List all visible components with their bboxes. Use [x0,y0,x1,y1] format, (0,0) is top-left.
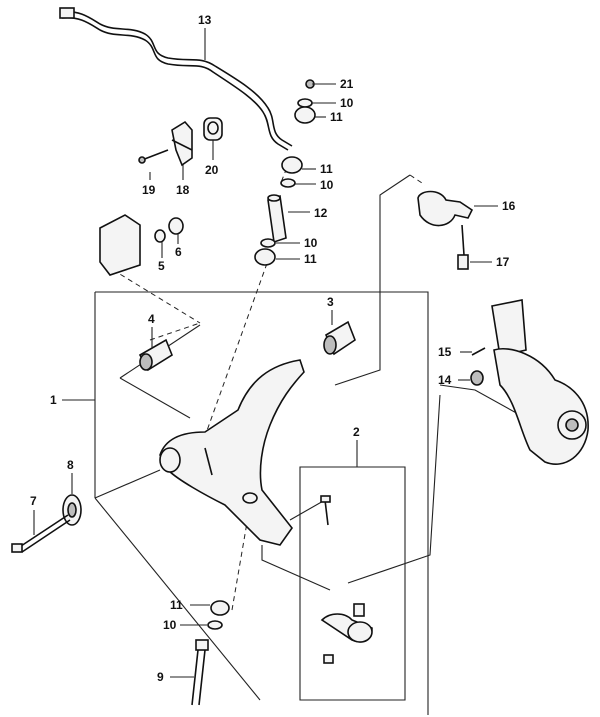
callout-5: 5 [158,259,165,273]
callout-11: 11 [170,598,183,612]
stabilizer-bracket [138,117,223,167]
ball-joint [320,495,373,664]
callout-10: 10 [304,236,318,250]
washer-and-nut [99,214,184,276]
front-bushing-and-bolt [11,494,82,553]
callout-11: 11 [304,252,317,266]
steering-knuckle [470,299,589,465]
lower-bolt-stack [191,600,230,706]
callout-11: 11 [320,162,333,176]
link-spacer [267,194,287,244]
lower-link-hardware [254,238,276,266]
callout-6: 6 [175,245,182,259]
callout-labels: 13 21 10 11 20 18 19 11 10 12 16 10 11 1… [30,13,516,684]
arm-bushings [138,320,356,372]
callout-18: 18 [176,183,190,197]
callout-3: 3 [327,295,334,309]
leader-lines [33,28,498,678]
callout-11: 11 [330,110,343,124]
upper-link-hardware [280,79,316,188]
callout-15: 15 [438,345,452,359]
callout-9: 9 [157,670,164,684]
callout-12: 12 [314,206,328,220]
callout-1: 1 [50,393,57,407]
mount-bracket [417,190,474,270]
callout-10: 10 [340,96,354,110]
callout-14: 14 [438,373,452,387]
callout-10: 10 [163,618,177,632]
callout-2: 2 [353,425,360,439]
callout-16: 16 [502,199,516,213]
callout-10: 10 [320,178,334,192]
callout-4: 4 [148,312,155,326]
lower-control-arm [159,359,305,546]
callout-13: 13 [198,13,212,27]
stabilizer-bar [59,7,293,151]
callout-7: 7 [30,494,37,508]
callout-21: 21 [340,77,354,91]
callout-19: 19 [142,183,156,197]
callout-8: 8 [67,458,74,472]
callout-17: 17 [496,255,510,269]
callout-20: 20 [205,163,219,177]
